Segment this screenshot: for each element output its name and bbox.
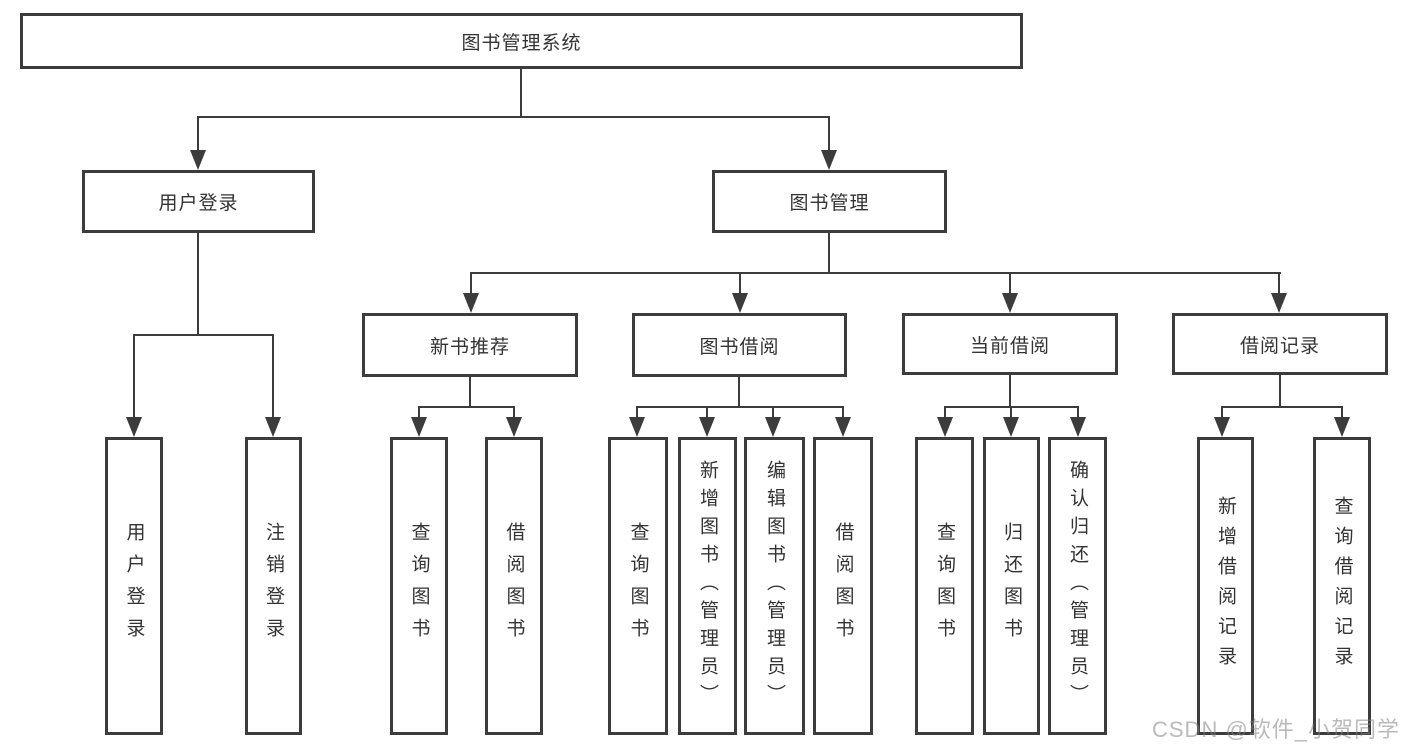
connector-line [1221, 406, 1343, 408]
connector-line [1221, 406, 1223, 420]
connector-line [772, 406, 774, 420]
arrowhead-icon [1334, 417, 1350, 437]
arrowhead-icon [765, 417, 781, 437]
connector-line [1077, 406, 1079, 420]
connector-line [739, 272, 741, 297]
node-label: 查询借阅记录 [1331, 496, 1353, 676]
connector-line [197, 116, 830, 118]
connector-line [470, 272, 1281, 274]
leaf-borrow-books-recommend: 借阅图书 [485, 437, 543, 735]
arrowhead-icon [126, 417, 142, 437]
connector-line [133, 334, 274, 336]
node-label: 用户登录 [158, 193, 239, 214]
node-label: 新书推荐 [429, 336, 510, 358]
arrowhead-icon [821, 150, 837, 170]
node-label: 查询图书 [934, 522, 955, 650]
leaf-borrow-books: 借阅图书 [813, 437, 873, 735]
node-label: 查询图书 [627, 522, 649, 650]
arrowhead-icon [699, 417, 715, 437]
node-label: 借阅图书 [832, 522, 854, 650]
arrowhead-icon [463, 293, 479, 313]
connector-line [470, 272, 472, 297]
node-label: 编辑图书（管理员） [764, 460, 785, 712]
leaf-confirm-return-admin: 确认归还（管理员） [1048, 437, 1107, 735]
node-library-management-system: 图书管理系统 [20, 13, 1023, 69]
node-label: 确认归还（管理员） [1067, 460, 1088, 712]
node-label: 图书管理 [789, 193, 870, 214]
connector-line [842, 406, 844, 420]
connector-line [513, 406, 515, 420]
arrowhead-icon [190, 150, 206, 170]
connector-line [1010, 406, 1012, 420]
node-book-management-group: 图书管理 [712, 170, 947, 233]
connector-line [1278, 272, 1280, 297]
connector-line [828, 233, 830, 274]
connector-line [828, 116, 830, 152]
node-label: 图书借阅 [699, 336, 780, 358]
connector-line [636, 406, 638, 420]
arrowhead-icon [732, 293, 748, 313]
connector-line [418, 406, 420, 420]
connector-line [636, 406, 844, 408]
arrowhead-icon [1002, 293, 1018, 313]
arrowhead-icon [629, 417, 645, 437]
connector-line [1009, 375, 1011, 408]
arrowhead-icon [265, 417, 281, 437]
csdn-watermark: CSDN @软件_小贺同学 [1152, 717, 1401, 742]
arrowhead-icon [1003, 417, 1019, 437]
connector-line [520, 69, 522, 118]
arrowhead-icon [1070, 417, 1086, 437]
connector-line [197, 233, 199, 336]
arrowhead-icon [1214, 417, 1230, 437]
node-label: 借阅记录 [1239, 335, 1320, 357]
node-label: 图书管理系统 [461, 32, 582, 54]
connector-line [133, 334, 135, 420]
leaf-user-login: 用户登录 [105, 437, 163, 735]
leaf-add-books-admin: 新增图书（管理员） [678, 437, 737, 735]
connector-line [1341, 406, 1343, 420]
node-label: 用户登录 [123, 522, 145, 650]
leaf-edit-books-admin: 编辑图书（管理员） [744, 437, 805, 735]
leaf-query-books-borrow: 查询图书 [608, 437, 668, 735]
leaf-add-borrow-record: 新增借阅记录 [1197, 437, 1254, 735]
node-current-borrow: 当前借阅 [902, 313, 1118, 375]
connector-line [1279, 375, 1281, 408]
leaf-return-books: 归还图书 [983, 437, 1040, 735]
node-user-login-group: 用户登录 [82, 170, 315, 233]
connector-line [272, 334, 274, 420]
connector-line [469, 377, 471, 408]
leaf-query-books-recommend: 查询图书 [390, 437, 448, 735]
connector-line [738, 377, 740, 408]
node-label: 当前借阅 [969, 335, 1050, 357]
node-label: 新增图书（管理员） [697, 460, 718, 712]
node-label: 借阅图书 [503, 522, 525, 650]
node-label: 新增借阅记录 [1215, 496, 1236, 676]
node-label: 查询图书 [408, 522, 430, 650]
arrowhead-icon [1271, 293, 1287, 313]
node-label: 归还图书 [1001, 522, 1022, 650]
connector-line [944, 406, 946, 420]
node-book-borrow: 图书借阅 [632, 313, 847, 377]
connector-line [706, 406, 708, 420]
arrowhead-icon [835, 417, 851, 437]
arrowhead-icon [937, 417, 953, 437]
arrowhead-icon [506, 417, 522, 437]
node-label: 注销登录 [263, 522, 284, 650]
node-new-book-recommend: 新书推荐 [362, 313, 578, 377]
leaf-logout: 注销登录 [245, 437, 302, 735]
connector-line [197, 116, 199, 152]
connector-line [418, 406, 515, 408]
leaf-query-books-current: 查询图书 [915, 437, 974, 735]
leaf-query-borrow-record: 查询借阅记录 [1313, 437, 1371, 735]
connector-line [1009, 272, 1011, 297]
node-borrow-records: 借阅记录 [1172, 313, 1388, 375]
arrowhead-icon [411, 417, 427, 437]
